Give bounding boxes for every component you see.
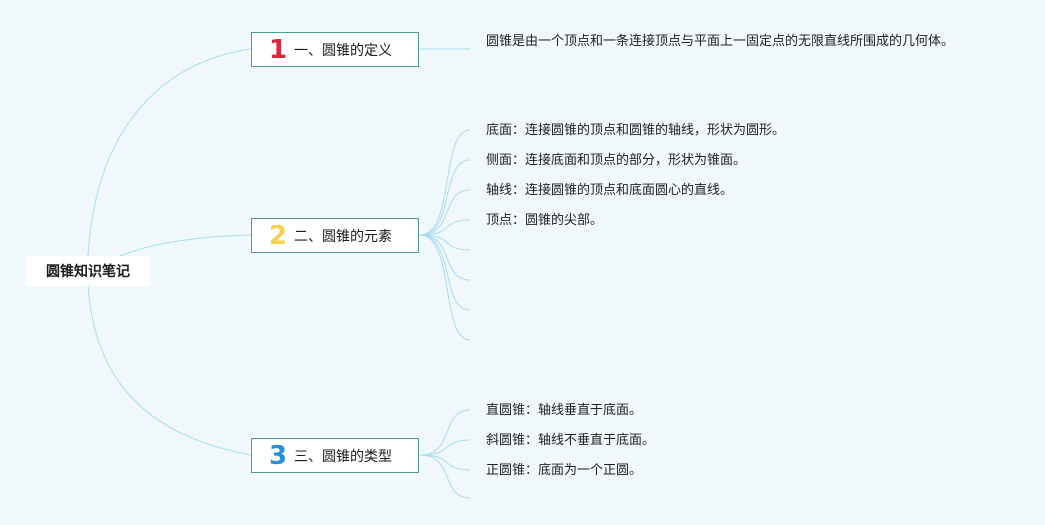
connector-root-branch-1 [87,48,252,257]
root-label: 圆锥知识笔记 [46,264,130,280]
leaf-oblique-cone[interactable]: 斜圆锥：轴线不垂直于底面。 [486,433,656,448]
leaf-apex[interactable]: 顶点：圆锥的尖部。 [486,213,604,228]
leaf-right-cone[interactable]: 直圆锥：轴线垂直于底面。 [486,403,643,418]
connector-root-branch-2 [119,234,252,257]
branch-node-types[interactable]: 3 三、圆锥的类型 [251,438,419,473]
connector-b2-leaf-1 [419,129,471,236]
number-three-icon: 3 [268,440,288,471]
connector-b2-leaf-8 [419,234,471,341]
connector-b3-leaf-1 [419,409,471,456]
leaf-base[interactable]: 底面：连接圆锥的顶点和圆锥的轴线，形状为圆形。 [486,123,786,138]
connector-b2-leaf-4 [419,219,471,236]
branch-label: 三、圆锥的类型 [294,448,392,465]
connector-b3-leaf-3 [419,454,471,471]
connector-b2-leaf-2 [419,159,471,236]
branch-node-definition[interactable]: 1 一、圆锥的定义 [251,32,419,67]
branch-label: 二、圆锥的元素 [294,228,392,245]
connector-b2-leaf-7 [419,234,471,311]
connector-b3-leaf-2 [419,439,471,456]
connector-b2-leaf-3 [419,189,471,236]
number-two-icon: 2 [268,220,288,251]
root-node[interactable]: 圆锥知识笔记 [26,256,150,286]
connector-b3-leaf-4 [419,454,471,499]
branch-node-elements[interactable]: 2 二、圆锥的元素 [251,218,419,253]
leaf-axis[interactable]: 轴线：连接圆锥的顶点和底面圆心的直线。 [486,183,734,198]
leaf-regular-cone[interactable]: 正圆锥：底面为一个正圆。 [486,463,643,478]
leaf-definition-text[interactable]: 圆锥是由一个顶点和一条连接顶点与平面上一固定点的无限直线所围成的几何体。 [486,34,955,49]
connector-b2-leaf-5 [419,234,471,251]
connector-b2-leaf-6 [419,234,471,281]
leaf-lateral-surface[interactable]: 侧面：连接底面和顶点的部分，形状为锥面。 [486,153,747,168]
branch-label: 一、圆锥的定义 [294,42,392,59]
connector-root-branch-3 [87,285,252,456]
number-one-icon: 1 [268,34,288,65]
